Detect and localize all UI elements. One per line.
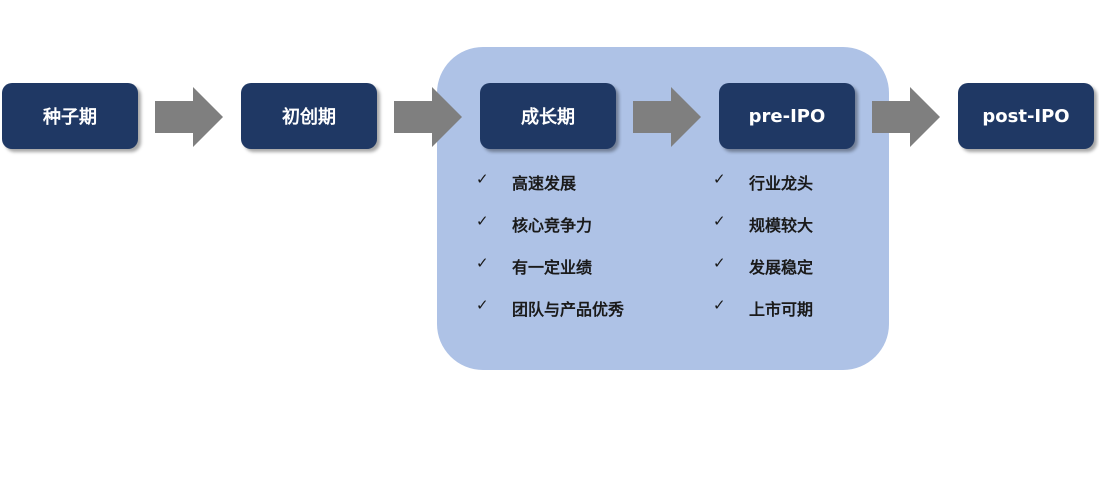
check-icon: ✓	[476, 254, 489, 272]
list-item: ✓ 发展稳定	[713, 254, 813, 296]
stage-startup: 初创期	[241, 83, 377, 149]
stage-seed: 种子期	[2, 83, 138, 149]
list-item-label: 规模较大	[749, 216, 814, 235]
stage-post-ipo-label: post-IPO	[982, 105, 1070, 127]
list-item: ✓ 上市可期	[713, 296, 813, 338]
stage-growth: 成长期	[480, 83, 616, 149]
arrow-right-icon	[872, 87, 940, 147]
check-icon: ✓	[713, 296, 726, 314]
list-item-label: 行业龙头	[749, 174, 814, 193]
list-item-label: 高速发展	[512, 174, 577, 193]
stage-seed-label: 种子期	[43, 107, 97, 128]
check-icon: ✓	[476, 212, 489, 230]
list-item: ✓ 有一定业绩	[476, 254, 624, 296]
stage-startup-label: 初创期	[282, 107, 336, 128]
list-item-label: 有一定业绩	[512, 258, 593, 277]
list-item-label: 核心竞争力	[512, 216, 593, 235]
check-icon: ✓	[713, 212, 726, 230]
arrow-right-icon	[633, 87, 701, 147]
list-item: ✓ 团队与产品优秀	[476, 296, 624, 338]
preipo-feature-list: ✓ 行业龙头 ✓ 规模较大 ✓ 发展稳定 ✓ 上市可期	[713, 170, 813, 338]
list-item: ✓ 规模较大	[713, 212, 813, 254]
stage-pre-ipo-label: pre-IPO	[748, 105, 826, 127]
arrow-right-icon	[155, 87, 223, 147]
growth-feature-list: ✓ 高速发展 ✓ 核心竞争力 ✓ 有一定业绩 ✓ 团队与产品优秀	[476, 170, 624, 338]
check-icon: ✓	[713, 170, 726, 188]
arrow-right-icon	[394, 87, 462, 147]
check-icon: ✓	[713, 254, 726, 272]
list-item-label: 发展稳定	[749, 258, 814, 277]
list-item: ✓ 高速发展	[476, 170, 624, 212]
check-icon: ✓	[476, 170, 489, 188]
list-item: ✓ 核心竞争力	[476, 212, 624, 254]
stage-post-ipo: post-IPO	[958, 83, 1094, 149]
stage-growth-label: 成长期	[521, 107, 575, 128]
check-icon: ✓	[476, 296, 489, 314]
list-item-label: 上市可期	[749, 300, 814, 319]
list-item-label: 团队与产品优秀	[512, 300, 625, 319]
stage-pre-ipo: pre-IPO	[719, 83, 855, 149]
list-item: ✓ 行业龙头	[713, 170, 813, 212]
